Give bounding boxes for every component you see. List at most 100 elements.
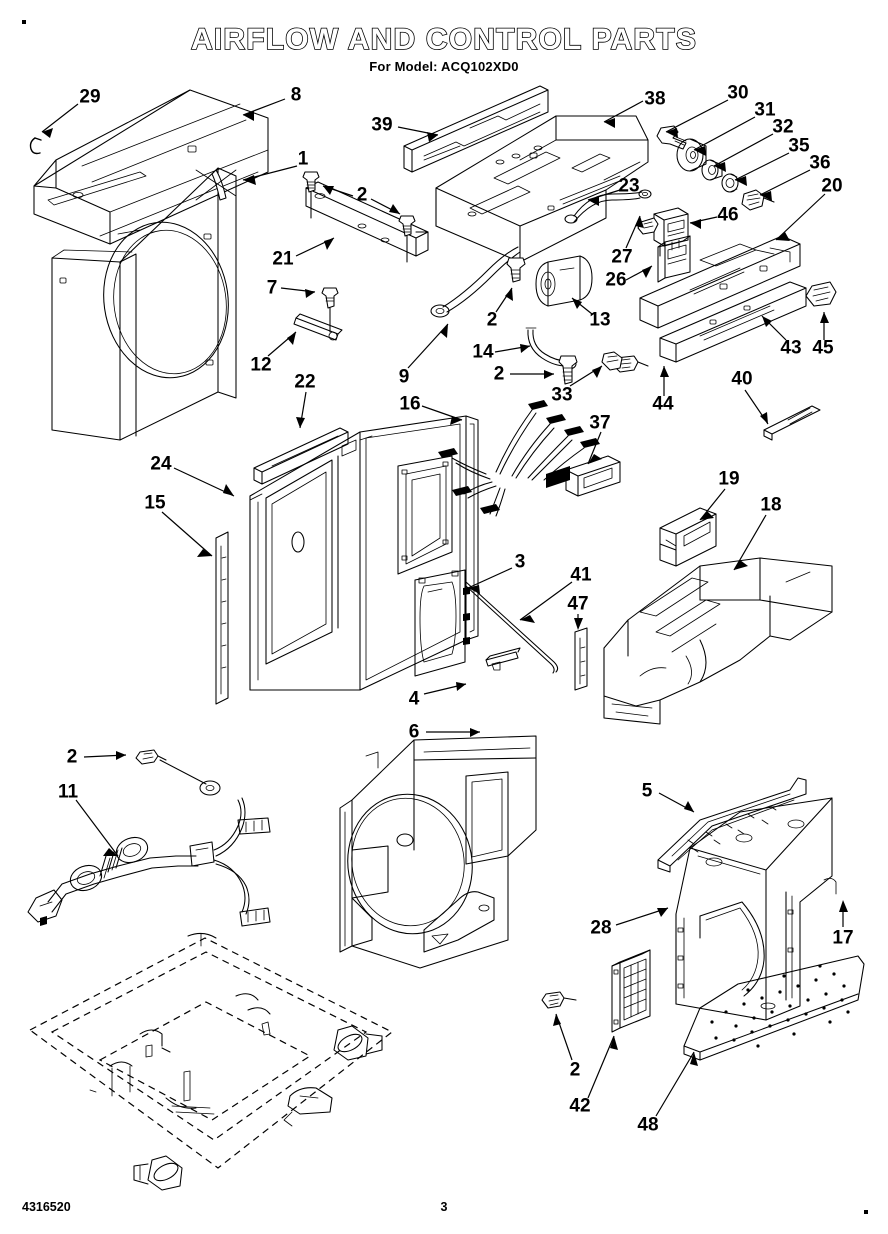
callout-number-42: 42: [569, 1095, 591, 1117]
registration-mark-top-left: [22, 20, 26, 24]
callout-number-2: 2: [493, 363, 505, 385]
callout-number-6: 6: [408, 721, 420, 743]
title-block: AIRFLOW AND CONTROL PARTS For Model: ACQ…: [0, 23, 888, 74]
page-footer: 4316520 3: [0, 1200, 888, 1216]
model-subtitle: For Model: ACQ102XD0: [369, 59, 519, 74]
part-18-air-duct: [603, 557, 833, 725]
callout-number-20: 20: [821, 175, 843, 197]
callout-number-13: 13: [589, 309, 611, 331]
callout-number-33: 33: [551, 384, 573, 406]
part-16-front-panel: [249, 415, 479, 691]
callout-number-28: 28: [590, 917, 612, 939]
callout-number-11: 11: [57, 781, 79, 803]
callout-number-36: 36: [809, 152, 831, 174]
part-19-duct-bracket: [659, 507, 717, 567]
callout-number-2: 2: [569, 1059, 581, 1081]
part-13-capacitor: [535, 255, 593, 307]
callout-number-26: 26: [605, 269, 627, 291]
callout-number-17: 17: [832, 927, 854, 949]
part-4-retainer-clip: [485, 647, 521, 671]
callout-number-45: 45: [812, 337, 834, 359]
callout-number-22: 22: [294, 371, 316, 393]
callout-number-2: 2: [66, 746, 78, 768]
part-9-ground-wire: [430, 246, 521, 318]
footer-page-number: 3: [440, 1200, 448, 1214]
callout-number-29: 29: [79, 86, 101, 108]
part-48-filter-pad: [683, 955, 865, 1061]
callout-number-12: 12: [250, 354, 272, 376]
callout-number-15: 15: [144, 492, 166, 514]
callout-number-46: 46: [717, 204, 739, 226]
part-2-screw-c: [506, 257, 526, 283]
part-5-front-trim-strip: [657, 777, 807, 873]
callout-number-43: 43: [780, 337, 802, 359]
part-6-blower-housing: [339, 735, 537, 969]
part-47-bracket: [574, 627, 588, 691]
part-45-knob: [805, 281, 837, 307]
callout-number-2: 2: [356, 184, 368, 206]
callout-number-44: 44: [652, 393, 674, 415]
part-2-screw-b: [398, 215, 416, 263]
part-2-screw-a: [302, 171, 320, 219]
callout-number-18: 18: [760, 494, 782, 516]
part-32-bushing: [701, 159, 723, 181]
part-46-switch: [637, 207, 689, 257]
footer-part-number: 4316520: [22, 1200, 71, 1214]
part-44-screw: [601, 351, 623, 371]
callout-number-3: 3: [514, 551, 526, 573]
part-35-washer: [721, 173, 739, 193]
callout-number-4: 4: [408, 688, 420, 710]
page-title: AIRFLOW AND CONTROL PARTS: [190, 23, 698, 57]
part-15-side-strip: [215, 531, 229, 705]
callout-number-24: 24: [150, 453, 172, 475]
callout-number-27: 27: [611, 246, 633, 268]
callout-number-37: 37: [589, 412, 611, 434]
callout-number-38: 38: [644, 88, 666, 110]
part-41-linkage-rod: [465, 581, 559, 674]
part-23-wire-jumper: [564, 189, 652, 224]
callout-number-23: 23: [618, 175, 640, 197]
part-29-clip: [29, 137, 42, 155]
registration-mark-bottom-right: [864, 1210, 868, 1214]
callout-number-21: 21: [272, 248, 294, 270]
callout-number-31: 31: [754, 99, 776, 121]
part-40-trim-strip: [763, 405, 821, 441]
part-22-upper-trim-rail: [253, 427, 349, 485]
callout-number-1: 1: [297, 148, 309, 170]
callout-number-14: 14: [472, 341, 494, 363]
part-7-screw: [321, 287, 339, 333]
part-42-grille: [611, 949, 651, 1033]
base-pan-phantom-outline: [28, 932, 394, 1191]
part-38-control-chassis: [435, 115, 649, 263]
part-2-screw-f: [541, 991, 577, 1009]
callout-number-16: 16: [399, 393, 421, 415]
part-3-control-housing: [414, 569, 470, 677]
part-21-fan-shroud: [51, 167, 237, 441]
callout-number-40: 40: [731, 368, 753, 390]
leader-lines: [41, 98, 848, 1117]
part-37-wire-harness: [438, 400, 621, 517]
callout-number-30: 30: [727, 82, 749, 104]
callout-number-2: 2: [486, 309, 498, 331]
callout-number-41: 41: [570, 564, 592, 586]
callout-number-47: 47: [567, 593, 589, 615]
part-43-control-rail-lower: [659, 281, 807, 363]
part-20-control-rail-upper: [639, 235, 801, 329]
callout-number-48: 48: [637, 1114, 659, 1136]
part-2-screw-d: [558, 355, 578, 385]
part-39-air-guide-channel: [403, 85, 549, 173]
part-8-top-cover: [33, 89, 269, 245]
callout-number-5: 5: [641, 780, 653, 802]
callout-number-39: 39: [371, 114, 393, 136]
callout-number-19: 19: [718, 468, 740, 490]
callout-number-32: 32: [772, 116, 794, 138]
part-36-nut: [741, 189, 775, 211]
part-11-power-cord: [27, 759, 271, 927]
callout-number-7: 7: [266, 277, 278, 299]
callout-number-8: 8: [290, 84, 302, 106]
part-17-discharge-housing: [675, 797, 837, 1021]
part-2-screw-e: [135, 749, 167, 765]
part-12-support-clip: [293, 313, 343, 341]
part-26-control-block: [657, 235, 691, 283]
